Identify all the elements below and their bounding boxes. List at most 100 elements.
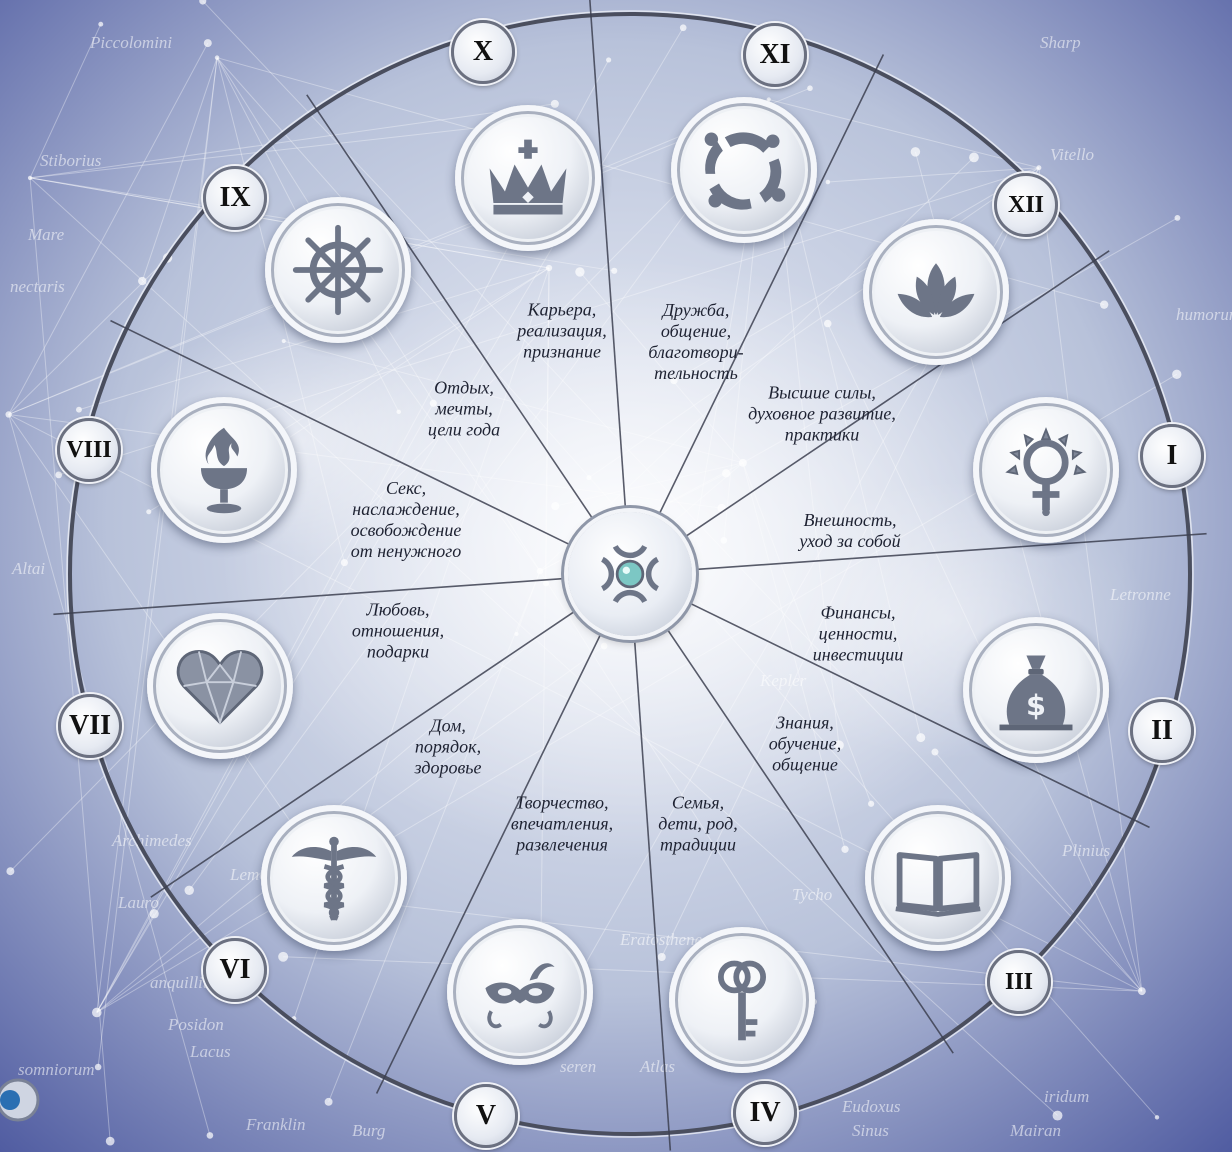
star — [910, 147, 921, 157]
constellation-line — [540, 267, 550, 966]
map-label: Kepler — [759, 671, 807, 690]
star — [206, 1132, 214, 1139]
house-label-viii: Секс, наслаждение, освобождение от ненуж… — [350, 478, 462, 561]
map-label: seren — [560, 1057, 596, 1076]
constellation-line — [8, 42, 209, 415]
medallion-house-i — [973, 397, 1119, 543]
constellation-line — [96, 913, 155, 1013]
ship-wheel-icon — [292, 224, 384, 316]
star — [149, 909, 159, 919]
house-divider — [684, 250, 1110, 538]
star — [324, 1097, 333, 1106]
constellation-line — [742, 462, 872, 804]
constellation-line — [29, 103, 555, 179]
map-label: Lacus — [189, 1042, 231, 1061]
star — [543, 580, 550, 587]
star — [722, 469, 731, 478]
medallion-house-iv — [669, 927, 815, 1073]
map-label: Franklin — [245, 1115, 306, 1134]
star — [550, 99, 559, 108]
star — [551, 501, 560, 511]
house-label-iv: Семья, дети, род, традиции — [658, 792, 738, 855]
map-label: Mare — [27, 225, 65, 244]
house-numeral-xi: XI — [743, 23, 807, 87]
people-circle-icon — [704, 132, 786, 210]
constellation-line — [29, 177, 111, 1142]
constellation-line — [141, 57, 218, 282]
map-label: Letronne — [1109, 585, 1171, 604]
star — [429, 399, 437, 407]
house-label-xi: Дружба, общение, благотвори- тельность — [648, 300, 744, 383]
house-numeral-xii: XII — [994, 173, 1058, 237]
house-divider — [666, 628, 954, 1054]
house-numeral-i: I — [1140, 424, 1204, 488]
crystal-heart-icon — [176, 649, 264, 726]
star — [1174, 214, 1181, 221]
crown-icon — [489, 139, 567, 215]
star — [575, 267, 585, 277]
constellation-line — [934, 751, 1143, 992]
house-numeral-v: V — [454, 1084, 518, 1148]
map-label: Atlas — [639, 1057, 675, 1076]
star — [1036, 165, 1042, 171]
house-label-ii: Финансы, ценности, инвестиции — [812, 602, 904, 665]
map-label: Burg — [352, 1121, 385, 1140]
caduceus-icon — [291, 836, 377, 921]
map-label: Eratosthenes — [619, 930, 709, 949]
map-label: Stiborius — [40, 151, 102, 170]
map-label: Tycho — [792, 885, 832, 904]
star — [611, 267, 618, 274]
medallion-house-vii — [147, 613, 293, 759]
star — [1100, 300, 1109, 309]
medallion-house-xi — [671, 97, 817, 243]
star — [1172, 369, 1182, 379]
constellation-line — [8, 413, 722, 509]
star — [214, 55, 220, 60]
constellation-line — [328, 570, 541, 1102]
star — [1154, 1115, 1160, 1120]
map-label: Altai — [11, 559, 45, 578]
star — [281, 338, 286, 344]
house-divider — [150, 610, 576, 898]
svg-text:$: $ — [1026, 688, 1046, 722]
key-rings-icon — [718, 960, 766, 1041]
constellation-line — [555, 462, 743, 507]
star — [340, 558, 349, 567]
star — [536, 567, 544, 575]
map-label: humorum — [1176, 305, 1232, 324]
star — [717, 503, 726, 513]
map-label: iridum — [1044, 1087, 1089, 1106]
star — [184, 885, 194, 896]
map-label: Sinus — [852, 1121, 889, 1140]
star — [98, 21, 104, 27]
house-label-vii: Любовь, отношения, подарки — [351, 599, 445, 662]
map-label: somniorum — [18, 1060, 95, 1079]
house-divider — [633, 639, 672, 1151]
house-divider — [110, 319, 572, 546]
constellation-line — [8, 257, 168, 415]
house-numeral-viii: VIII — [57, 418, 121, 482]
house-numeral-x: X — [451, 20, 515, 84]
house-divider — [658, 54, 885, 516]
star — [396, 409, 401, 415]
star — [545, 264, 553, 272]
center-medallion — [568, 512, 692, 636]
house-divider — [695, 532, 1207, 571]
lotus-icon — [897, 263, 975, 318]
constellation-line — [29, 177, 1058, 1116]
house-numeral-vi: VI — [203, 938, 267, 1002]
map-label: Piccolomini — [89, 33, 172, 52]
map-label: Posidon — [167, 1015, 224, 1034]
constellation-line — [29, 23, 102, 179]
star — [1052, 1110, 1063, 1121]
star — [146, 509, 152, 515]
map-label: Mairan — [1009, 1121, 1061, 1140]
star — [91, 1007, 102, 1018]
star — [825, 179, 831, 185]
house-label-i: Внешность, уход за собой — [799, 510, 901, 551]
money-bag-icon: $ — [999, 655, 1073, 731]
open-book-icon — [895, 852, 981, 917]
wheel-ring — [68, 12, 1192, 1136]
star — [670, 376, 678, 385]
